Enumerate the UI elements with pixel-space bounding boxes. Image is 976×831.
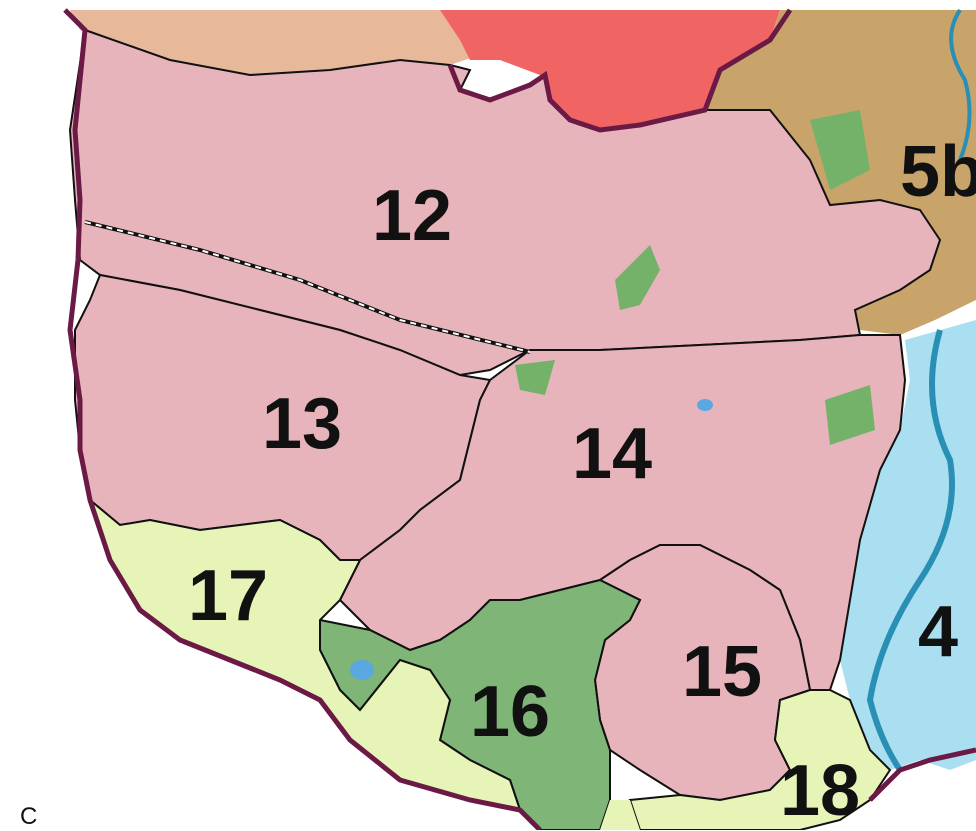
zone-label-5b: 5b bbox=[900, 132, 976, 212]
zone-label-4: 4 bbox=[918, 592, 958, 672]
zone-18[interactable] bbox=[628, 689, 892, 830]
zone-label-12: 12 bbox=[372, 176, 452, 256]
lake bbox=[350, 660, 374, 680]
forest-patch bbox=[810, 110, 870, 190]
river-channel bbox=[949, 8, 972, 161]
zone-light-green-south bbox=[600, 800, 640, 830]
outer-border-north bbox=[447, 8, 793, 133]
zone-label-13: 13 bbox=[262, 384, 342, 464]
zone-label-18: 18 bbox=[780, 751, 860, 830]
railway-dashes bbox=[84, 221, 531, 353]
forest-patch bbox=[825, 385, 875, 445]
outer-border bbox=[63, 8, 542, 830]
zone-label-17: 17 bbox=[188, 556, 268, 636]
zone-label-16: 16 bbox=[470, 672, 550, 752]
zone-north-orange[interactable] bbox=[70, 10, 480, 75]
lake bbox=[697, 399, 713, 411]
zone-label-14: 14 bbox=[572, 414, 652, 494]
zone-label-15: 15 bbox=[682, 632, 762, 712]
river bbox=[866, 329, 955, 772]
forest-patch bbox=[515, 360, 555, 395]
zone-red[interactable] bbox=[440, 10, 780, 130]
caption: C bbox=[20, 803, 38, 830]
forest-patch bbox=[615, 245, 660, 310]
outer-border-east bbox=[868, 747, 976, 802]
